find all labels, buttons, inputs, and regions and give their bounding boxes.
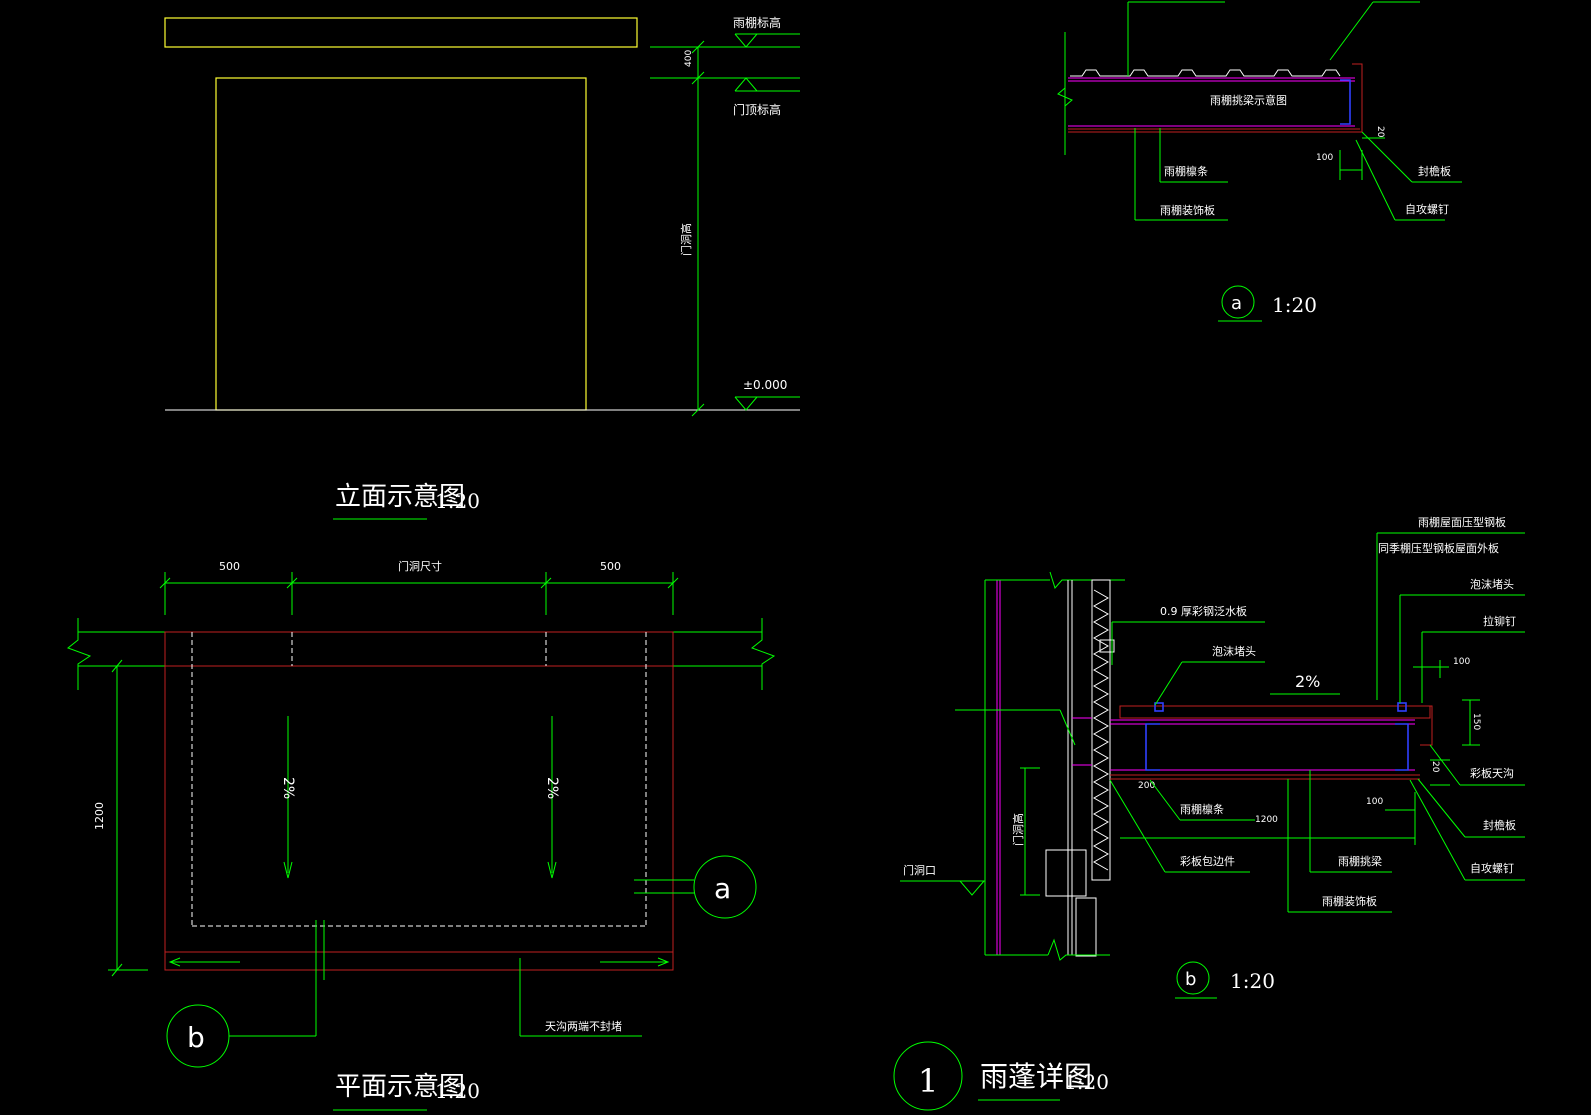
detail-b-screw: 自攻螺钉 [1470, 861, 1514, 875]
callout-bubble-a[interactable] [693, 855, 757, 919]
canopy-plan-outline [164, 631, 674, 971]
detail-a-seal: 封檐板 [1418, 164, 1451, 178]
level-marker-zero [734, 396, 758, 411]
detail-a-dim-100: 100 [1316, 153, 1333, 163]
detail-b-scale: 1:20 [1230, 969, 1275, 993]
plan-slope-right: 2% [544, 777, 560, 799]
level-zero-label: ±0.000 [743, 378, 787, 392]
canopy-outline [164, 17, 638, 48]
dim-400-label: 400 [684, 50, 694, 67]
plan-bubble-b-label: b [187, 1021, 205, 1054]
detail-b-slope: 2% [1295, 672, 1320, 691]
detail-a-deco: 雨棚装饰板 [1160, 203, 1215, 217]
main-number: 1 [918, 1062, 938, 1100]
detail-b-dim-door: 门洞高 [1011, 813, 1025, 846]
main-title-block: 1 雨蓬详图 1:20 [893, 1041, 1109, 1111]
detail-a-purlin: 雨棚檩条 [1164, 164, 1208, 178]
detail-b-purlin: 雨棚檩条 [1180, 802, 1224, 816]
detail-a-view: 雨棚挑梁示意图 雨棚檩条 雨棚装饰板 封檐板 自攻螺钉 100 20 a 1:2… [1057, 1, 1462, 322]
detail-a-bubble-label: a [1231, 293, 1242, 314]
plan-slope-left: 2% [280, 777, 296, 799]
detail-b-flash: 0.9 厚彩钢泛水板 [1160, 604, 1247, 618]
elevation-title: 立面示意图 [335, 482, 465, 512]
detail-b-foam2: 泡沫堵头 [1212, 644, 1256, 658]
level-door-label: 门顶标高 [733, 102, 781, 117]
detail-a-dim-20: 20 [1375, 126, 1385, 138]
detail-b-roof: 雨棚屋面压型钢板 [1418, 515, 1506, 529]
detail-b-dim-20: 20 [1430, 761, 1440, 773]
level-canopy-label: 雨棚标高 [733, 15, 781, 30]
plan-dim-left: 500 [219, 560, 240, 573]
detail-b-dim-200: 200 [1138, 781, 1155, 791]
detail-a-note: 雨棚挑梁示意图 [1210, 93, 1287, 107]
level-marker-door [734, 77, 758, 92]
detail-b-door: 门洞口 [903, 863, 936, 877]
detail-b-seal: 封檐板 [1483, 818, 1516, 832]
roof-sheet [1119, 705, 1431, 719]
detail-b-dim-100a: 100 [1453, 657, 1470, 667]
detail-b-foam: 泡沫堵头 [1470, 577, 1514, 591]
detail-b-dim-100b: 100 [1366, 797, 1383, 807]
detail-a-bubble[interactable] [1221, 285, 1255, 319]
plan-dim-mid: 门洞尺寸 [398, 559, 442, 573]
detail-b-beam: 雨棚挑梁 [1338, 854, 1382, 868]
plan-view: 500 门洞尺寸 500 2% 2% 1200 [66, 559, 776, 1111]
detail-b-dim-150: 150 [1471, 713, 1481, 730]
detail-b-roof2: 同季棚压型钢板屋面外板 [1378, 541, 1499, 555]
elevation-scale: 1:20 [435, 489, 480, 513]
detail-b-rivet: 拉铆钉 [1483, 614, 1516, 628]
detail-b-deco: 雨棚装饰板 [1322, 894, 1377, 908]
plan-title: 平面示意图 [335, 1072, 465, 1102]
detail-b-bubble[interactable] [1176, 961, 1210, 995]
level-marker-canopy [734, 33, 758, 48]
detail-a-screw: 自攻螺钉 [1405, 202, 1449, 216]
door-outline [215, 77, 587, 411]
detail-b-dim-1200: 1200 [1255, 815, 1278, 825]
detail-b-edge: 彩板包边件 [1180, 854, 1235, 868]
main-number-bubble [893, 1041, 963, 1111]
detail-b-gutter: 彩板天沟 [1470, 766, 1514, 780]
detail-a-scale: 1:20 [1272, 293, 1317, 317]
detail-b-view: 雨棚屋面压型钢板 同季棚压型钢板屋面外板 泡沫堵头 拉铆钉 0.9 厚彩钢泛水板… [900, 515, 1525, 999]
plan-bubble-a-label: a [714, 872, 731, 905]
elevation-view: 雨棚标高 门顶标高 ±0.000 400 门洞高 立面示意图 1:20 [164, 15, 800, 520]
main-title: 雨蓬详图 [980, 1060, 1092, 1093]
insulation-panel [1091, 579, 1111, 881]
dim-door-height-label: 门洞高 [679, 223, 693, 256]
main-scale: 1:20 [1064, 1070, 1109, 1094]
plan-gutter-note: 天沟两端不封堵 [545, 1019, 622, 1033]
plan-dim-depth: 1200 [93, 802, 106, 830]
plan-scale: 1:20 [435, 1079, 480, 1103]
plan-dim-right: 500 [600, 560, 621, 573]
detail-b-bubble-label: b [1185, 969, 1196, 990]
